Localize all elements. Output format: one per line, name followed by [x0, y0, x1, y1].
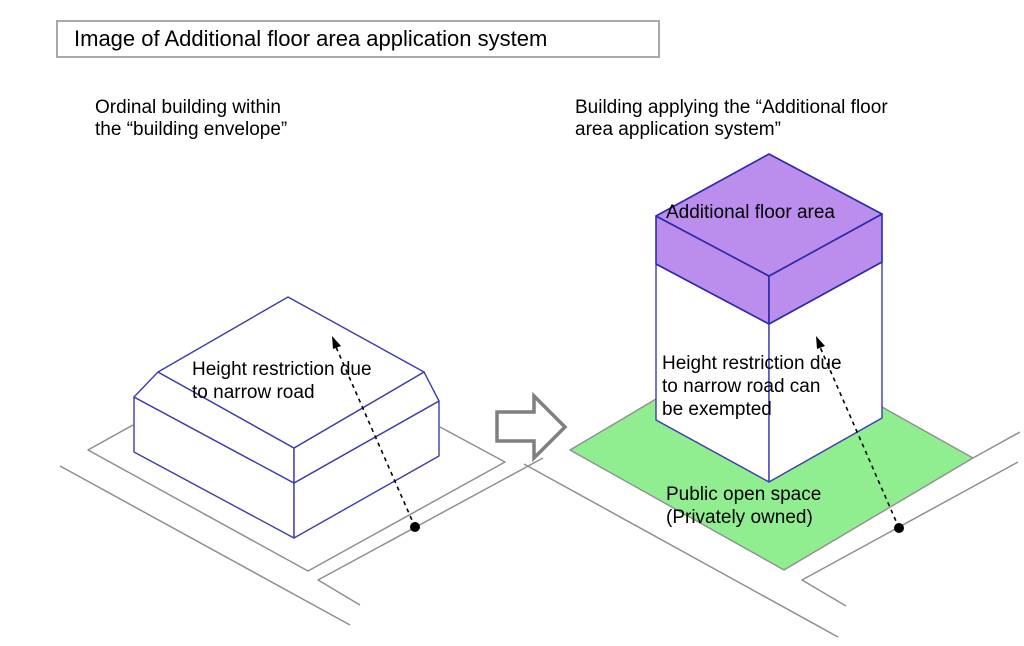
label-additional-floor-area: Additional floor area	[666, 202, 835, 223]
right-pointer-dashed-line	[819, 346, 900, 529]
additional-floor-top-face	[655, 153, 883, 277]
left-pointer-dashed-line	[335, 346, 416, 528]
title-box: Image of Additional floor area applicati…	[56, 20, 660, 58]
right-pointer-dot	[894, 523, 904, 533]
left-road-outer-edge-right	[317, 457, 544, 606]
label-public-open-space: Public open space (Privately owned)	[666, 484, 822, 528]
right-road-outer-edge-left	[523, 463, 839, 638]
label-height-restriction: Height restriction due to narrow road	[192, 359, 372, 403]
transition-arrow-icon	[495, 391, 568, 463]
right-height-pointer	[816, 336, 904, 533]
left-plot-boundary	[87, 424, 506, 572]
left-height-pointer	[332, 336, 420, 532]
label-height-exemption: Height restriction due to narrow road ca…	[662, 353, 842, 420]
right-diagram-heading: Building applying the “Additional floor …	[575, 97, 888, 140]
left-diagram-heading: Ordinal building within the “building en…	[95, 97, 288, 140]
right-pointer-arrowhead-icon	[816, 336, 825, 349]
right-road-outer-edge-right	[801, 461, 1019, 607]
right-road-inner-edge	[972, 431, 1021, 459]
left-building	[133, 296, 440, 539]
left-pointer-arrowhead-icon	[332, 336, 341, 349]
right-building	[655, 153, 883, 483]
left-building-top-face	[157, 296, 425, 449]
left-pointer-dot	[410, 522, 420, 532]
page-title: Image of Additional floor area applicati…	[74, 26, 548, 51]
left-road-outer-edge-left	[59, 465, 351, 626]
